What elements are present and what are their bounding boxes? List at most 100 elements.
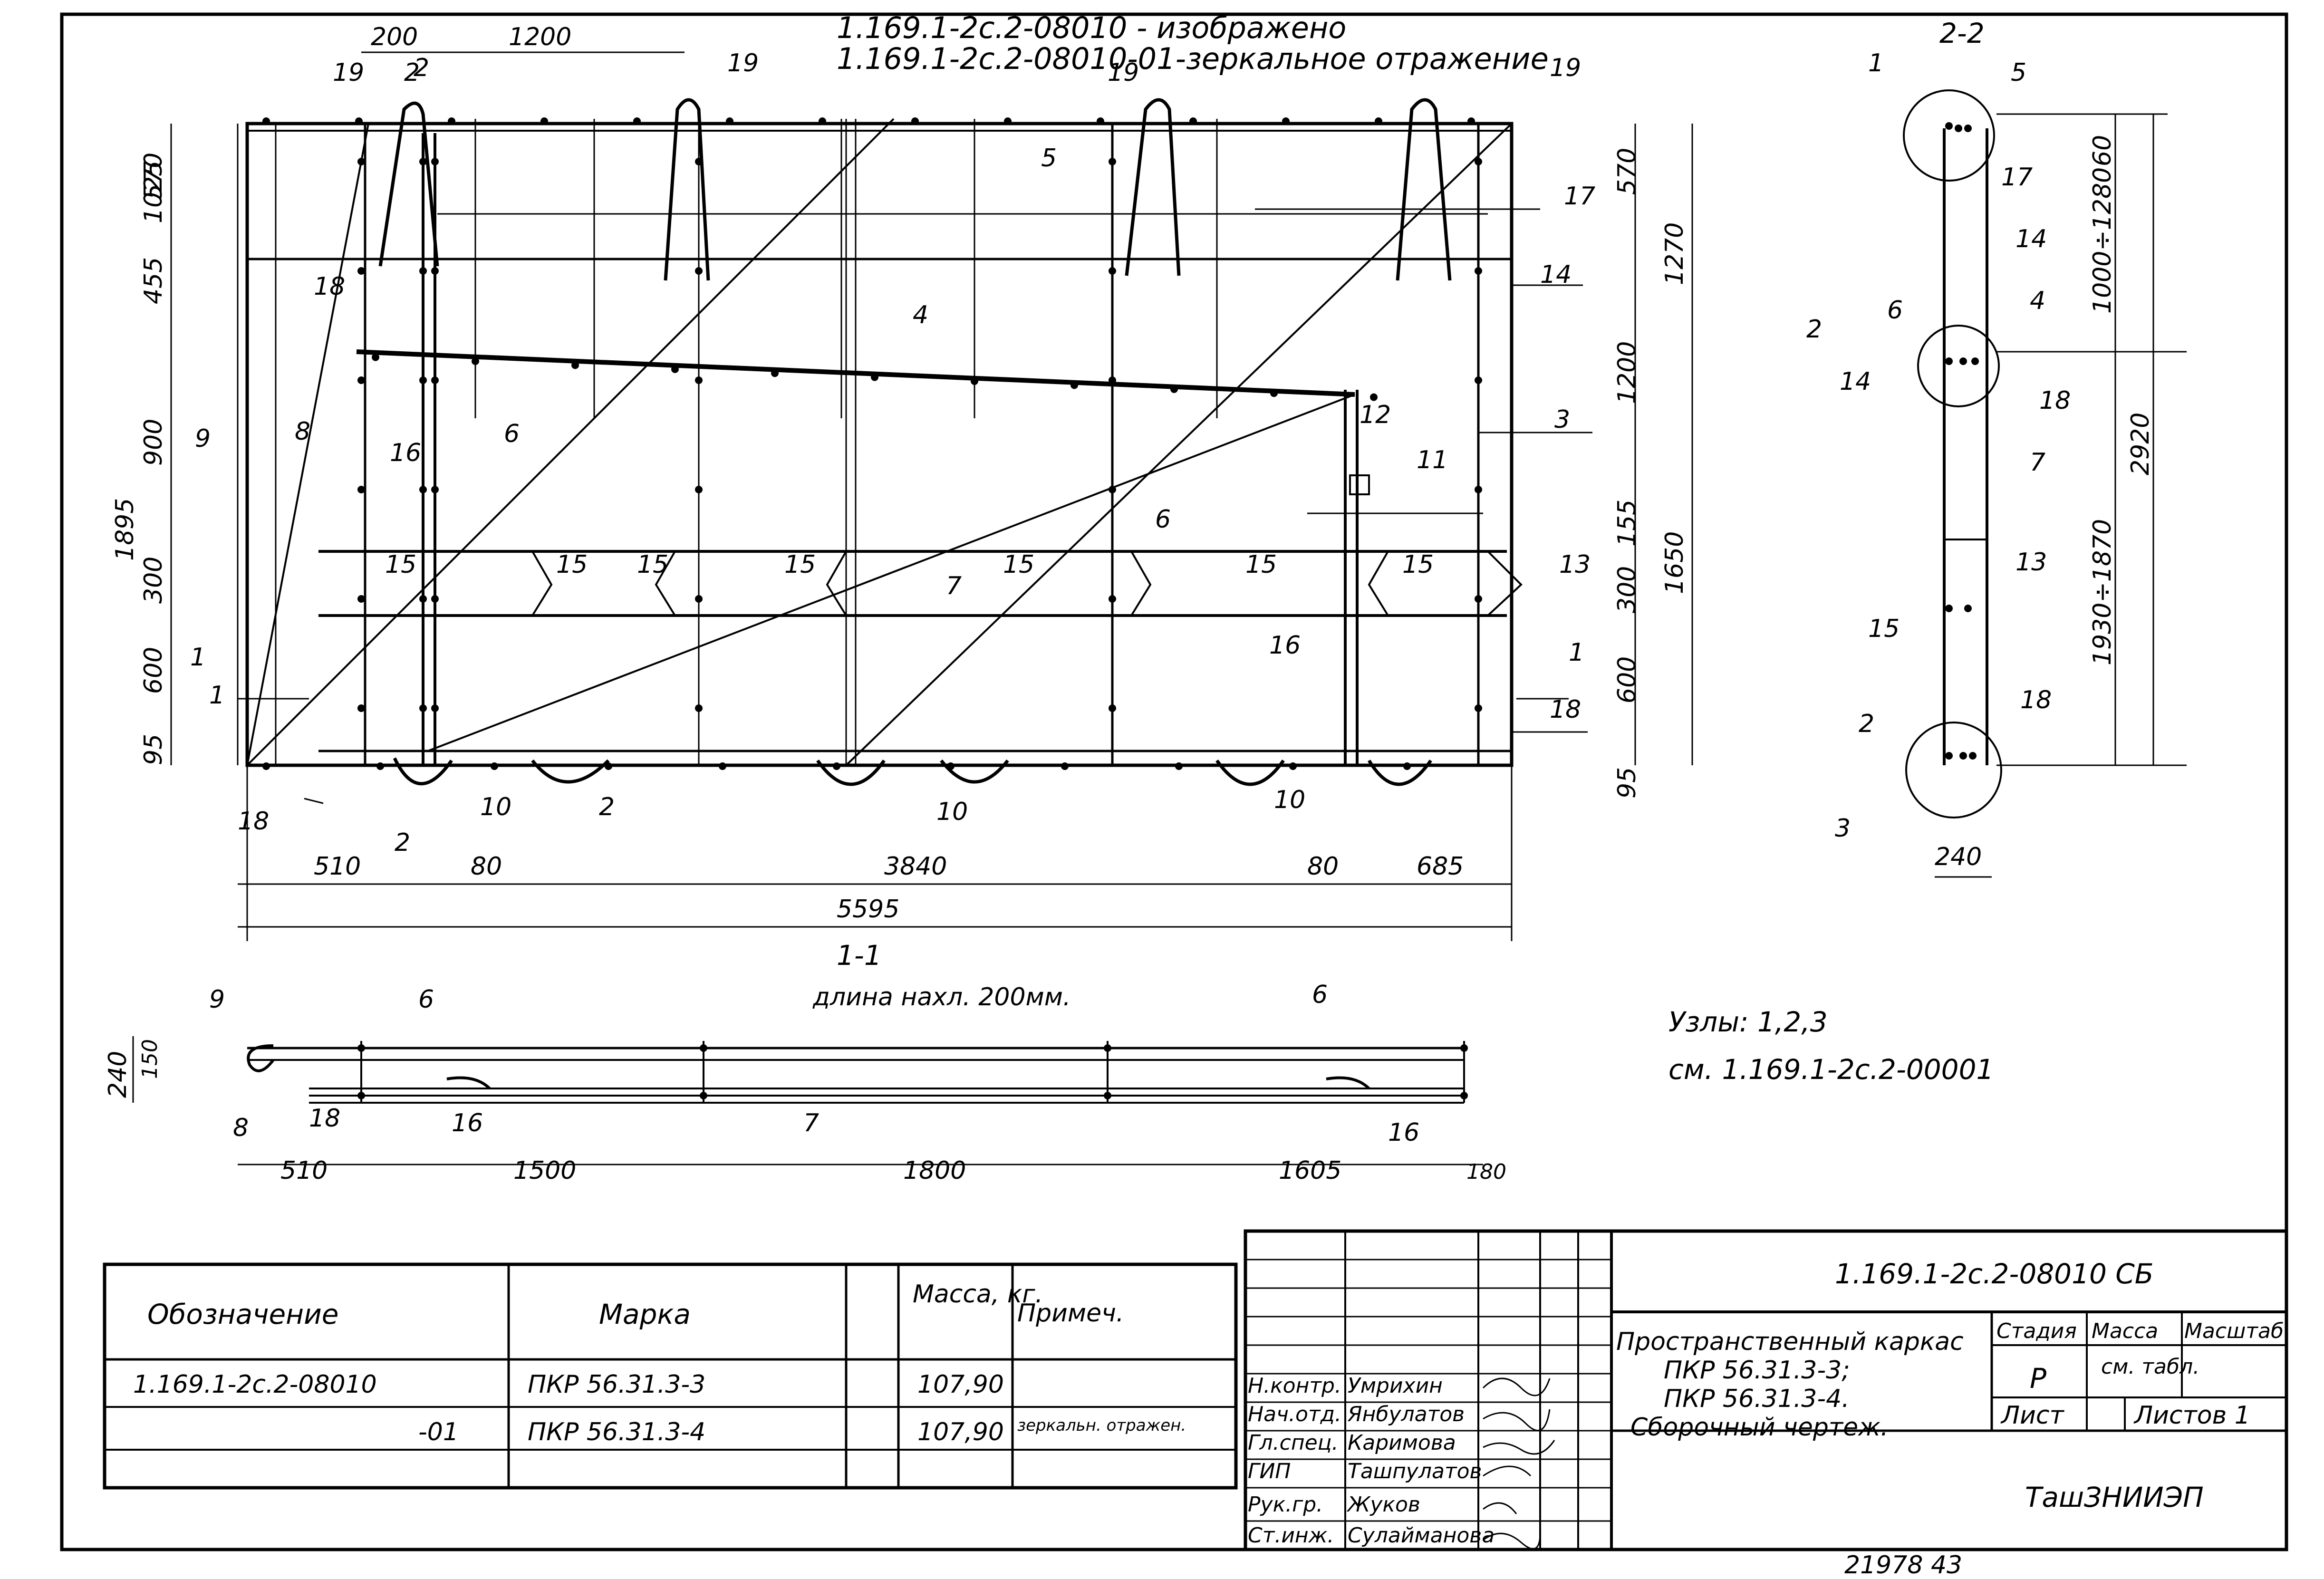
section-1-1-title: 1-1	[837, 939, 882, 972]
sig-name-2: Янбулатов	[1347, 1402, 1465, 1426]
label-11: 11	[1417, 446, 1448, 474]
mass-value: см. табл.	[2101, 1355, 2199, 1379]
title-line-4: Сборочный чертеж.	[1630, 1413, 1889, 1442]
lap-note: длина нахл. 200мм.	[812, 983, 1071, 1011]
nodes-note-line-1: Узлы: 1,2,3	[1668, 1006, 1828, 1038]
dim-bottom-80a: 80	[471, 852, 502, 881]
sheet-label: Лист	[2000, 1401, 2064, 1430]
dim-right-155: 155	[1613, 500, 1641, 547]
s11-dim-1605: 1605	[1279, 1156, 1341, 1185]
s22-dim-60: 60	[2088, 135, 2117, 166]
sheets-label: Листов 1	[2133, 1401, 2250, 1430]
s11-label-18: 18	[309, 1104, 340, 1133]
label-6-b: 6	[1155, 505, 1171, 534]
dim-left-570: 570	[139, 153, 168, 200]
spec-row-1-designation: 1.169.1-2с.2-08010	[133, 1370, 377, 1399]
s22-label-2-a: 2	[1806, 315, 1822, 344]
spec-row-2-designation: -01	[418, 1418, 459, 1446]
dim-bottom-3840: 3840	[884, 852, 947, 881]
dim-right-300: 300	[1613, 566, 1641, 613]
section-mark-1-left: 1	[190, 643, 206, 672]
dim-right-1650: 1650	[1660, 531, 1689, 594]
frame-outline	[245, 122, 1514, 767]
section-1-1-dims: 240 150 510 1500 1800 1605 180	[104, 1039, 1506, 1185]
header-line-2: 1.169.1-2с.2-08010-01-зеркальное отражен…	[837, 41, 1549, 76]
s11-label-6-b: 6	[1312, 981, 1328, 1009]
s22-label-4: 4	[2030, 287, 2045, 315]
rebar-dots	[262, 117, 1979, 1099]
sig-role-2: Нач.отд.	[1248, 1402, 1341, 1426]
s11-label-6-a: 6	[418, 985, 434, 1014]
title-code: 1.169.1-2с.2-08010 СБ	[1835, 1258, 2154, 1290]
dim-right-570: 570	[1613, 148, 1641, 195]
label-17: 17	[1564, 182, 1595, 211]
s22-label-14: 14	[2015, 225, 2047, 253]
mass-header: Масса	[2092, 1319, 2158, 1343]
section-mark-1-right: 1	[1569, 638, 1584, 667]
sig-role-4: ГИП	[1248, 1459, 1291, 1483]
header-line-1: 1.169.1-2с.2-08010 - изображено	[837, 10, 1346, 45]
sig-role-1: Н.контр.	[1248, 1374, 1341, 1398]
label-15-c: 15	[637, 550, 668, 579]
s22-label-3: 3	[1835, 814, 1851, 843]
scale-header: Масштаб	[2184, 1319, 2284, 1343]
section-mark-2-top: 2	[404, 58, 420, 87]
spec-row-2-mark: ПКР 56.31.3-4	[528, 1418, 705, 1446]
s22-dim-1000-1280: 1000÷1280	[2088, 167, 2117, 314]
dim-bottom-5595: 5595	[837, 895, 899, 924]
s11-dim-1800: 1800	[903, 1156, 966, 1185]
sig-role-3: Гл.спец.	[1248, 1431, 1339, 1455]
s22-label-14-b: 14	[1840, 367, 1871, 396]
nodes-note-line-2: см. 1.169.1-2с.2-00001	[1668, 1053, 1994, 1086]
label-12: 12	[1360, 401, 1391, 429]
dim-left-300: 300	[139, 557, 168, 604]
s22-dim-2920: 2920	[2126, 413, 2155, 475]
title-line-2: ПКР 56.31.3-3;	[1664, 1356, 1850, 1385]
label-15-b: 15	[556, 550, 588, 579]
label-18-c: 18	[238, 807, 269, 836]
section-mark-2-bottom: 2	[395, 828, 410, 857]
label-9: 9	[195, 424, 211, 453]
right-dims: 570 1270 1200 1650 155 300 600 95	[1613, 148, 1689, 799]
title-block: 1.169.1-2с.2-08010 СБ Пространственный к…	[1616, 1258, 2284, 1579]
label-2: 2	[599, 793, 615, 821]
s22-label-7: 7	[2030, 448, 2045, 477]
stage-header: Стадия	[1996, 1319, 2077, 1343]
s11-dim-180: 180	[1466, 1160, 1506, 1184]
dim-left-1895: 1895	[111, 498, 139, 561]
section-mark-1-left-b: 1	[209, 681, 225, 710]
label-10-c: 10	[1274, 786, 1305, 814]
dim-right-1270: 1270	[1660, 222, 1689, 285]
s22-label-13: 13	[2015, 548, 2047, 577]
s11-label-8: 8	[233, 1114, 249, 1142]
s22-label-1: 1	[1868, 49, 1884, 77]
spec-row-1-mass: 107,90	[917, 1370, 1004, 1399]
dim-bottom-685: 685	[1417, 852, 1464, 881]
dim-bottom-510: 510	[314, 852, 361, 881]
s22-label-6: 6	[1887, 296, 1903, 325]
dim-bottom-80b: 80	[1307, 852, 1339, 881]
section-2-2-labels: 1 5 17 14 6 4 2 18 14 7 13 15 2 18 3	[1806, 49, 2071, 843]
label-15-f: 15	[1245, 550, 1277, 579]
section-1-1-labels: 9 6 6 8 18 16 7 16	[209, 981, 1419, 1147]
organization: ТашЗНИИЭП	[2025, 1481, 2204, 1513]
dim-left-455: 455	[139, 257, 168, 304]
stage-value: Р	[2030, 1362, 2046, 1395]
s11-label-7: 7	[803, 1109, 819, 1137]
handwritten-signatures	[1482, 1377, 1555, 1550]
s22-label-5: 5	[2011, 58, 2026, 87]
spec-table-grid	[103, 1262, 1238, 1490]
dim-left-600: 600	[139, 647, 168, 694]
spec-header-note: Примеч.	[1017, 1299, 1124, 1328]
dim-right-600: 600	[1613, 656, 1641, 703]
s11-label-9: 9	[209, 985, 225, 1014]
label-10-a: 10	[480, 793, 511, 821]
s22-label-2-b: 2	[1859, 710, 1874, 738]
label-15-e: 15	[1003, 550, 1034, 579]
main-elevation	[170, 51, 1693, 941]
s11-label-16-a: 16	[452, 1109, 483, 1137]
sig-role-6: Ст.инж.	[1248, 1523, 1334, 1548]
sig-name-3: Каримова	[1348, 1431, 1456, 1455]
label-18-b: 18	[1550, 695, 1581, 724]
label-10-b: 10	[936, 798, 968, 826]
